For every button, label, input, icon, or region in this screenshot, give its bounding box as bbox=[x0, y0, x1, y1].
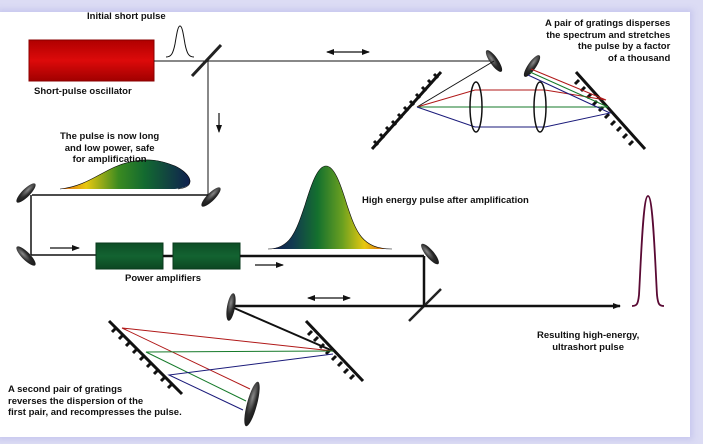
fold-mirror-3 bbox=[16, 246, 36, 266]
compressor bbox=[107, 293, 365, 427]
label-result: Resulting high-energy, ultrashort pulse bbox=[537, 330, 640, 353]
stretcher bbox=[370, 50, 647, 151]
compressor-grating-right bbox=[304, 319, 365, 383]
compressor-grating-left bbox=[107, 319, 184, 396]
ray-blue bbox=[416, 74, 612, 128]
amplified-pulse-shape bbox=[268, 166, 392, 249]
label-stretched-pulse: The pulse is now long and low power, saf… bbox=[60, 131, 160, 165]
fold-mirror-2 bbox=[16, 183, 36, 203]
compressor-ray-red bbox=[121, 327, 334, 390]
compressor-mirror-1 bbox=[226, 293, 236, 321]
compressor-mirror-2 bbox=[244, 381, 260, 427]
stretcher-lens-2 bbox=[533, 81, 547, 133]
fold-mirror-4 bbox=[421, 243, 439, 265]
stretcher-grating-right bbox=[573, 70, 647, 151]
ray-green bbox=[417, 71, 609, 108]
stretcher-grating-left bbox=[370, 70, 443, 151]
stretcher-mirror-2 bbox=[523, 55, 541, 77]
amplifier-2 bbox=[172, 242, 241, 270]
oscillator-box bbox=[28, 39, 155, 82]
amplifier-1 bbox=[95, 242, 164, 270]
initial-pulse-shape bbox=[165, 25, 195, 58]
beam-splitter-1 bbox=[190, 43, 223, 78]
compressor-ray-blue bbox=[167, 353, 334, 411]
fold-mirror-1 bbox=[201, 187, 221, 207]
label-initial-pulse: Initial short pulse bbox=[87, 11, 166, 22]
label-amplifiers: Power amplifiers bbox=[125, 273, 202, 284]
label-oscillator: Short-pulse oscillator bbox=[34, 86, 132, 97]
compressor-ray-green bbox=[145, 350, 334, 402]
result-pulse-shape bbox=[631, 195, 665, 307]
label-amplified-pulse: High energy pulse after amplification bbox=[362, 195, 529, 206]
label-compressor: A second pair of gratings reverses the d… bbox=[8, 384, 182, 418]
stretched-pulse-shape bbox=[60, 159, 191, 189]
stretcher-lens-1 bbox=[469, 81, 483, 133]
label-stretcher: A pair of gratings disperses the spectru… bbox=[545, 18, 671, 64]
